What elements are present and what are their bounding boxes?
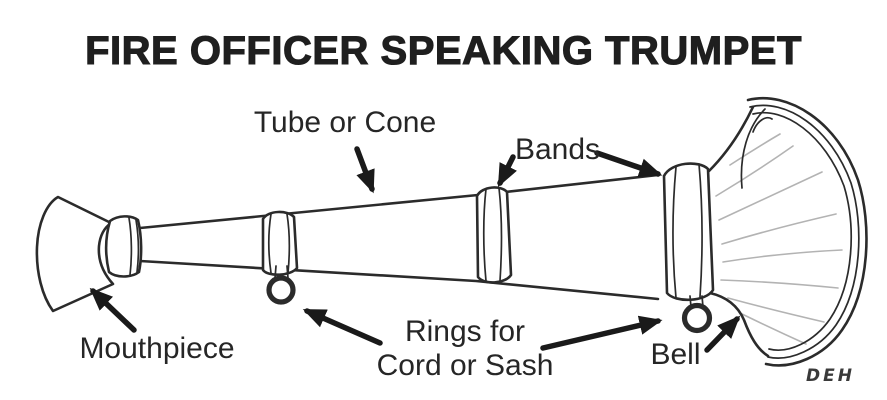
label-rings-line1: Rings for xyxy=(404,315,526,348)
band-middle xyxy=(475,186,513,284)
label-mouthpiece: Mouthpiece xyxy=(79,332,235,365)
rings-arrow-left xyxy=(302,308,383,346)
page-title: FIRE OFFICER SPEAKING TRUMPET xyxy=(85,29,802,73)
bell-shape xyxy=(707,97,868,367)
mouthpiece-shape xyxy=(35,195,115,313)
label-rings-line2: Cord or Sash xyxy=(376,349,554,382)
mouthpiece-collar xyxy=(104,215,143,278)
band-front xyxy=(261,210,299,276)
tube-arrow xyxy=(354,146,375,194)
label-bands: Bands xyxy=(514,133,601,166)
bell-rim xyxy=(746,97,868,367)
label-bell: Bell xyxy=(650,338,701,371)
artist-signature: DEH xyxy=(806,366,855,386)
ring-front xyxy=(266,265,296,305)
label-tube-or-cone: Tube or Cone xyxy=(253,106,437,139)
band-bell xyxy=(662,162,715,302)
tube-or-cone-shape xyxy=(138,173,660,301)
bands-arrow-right xyxy=(594,150,663,178)
mouthpiece-arrow xyxy=(89,287,137,333)
bell-arrow xyxy=(704,315,741,353)
ring-bell xyxy=(681,295,713,334)
label-rings-for-cord-or-sash: Rings for Cord or Sash xyxy=(365,315,565,383)
rings-arrow-right xyxy=(540,315,663,351)
bands-arrow-left xyxy=(497,154,517,188)
callout-arrows xyxy=(89,146,741,353)
